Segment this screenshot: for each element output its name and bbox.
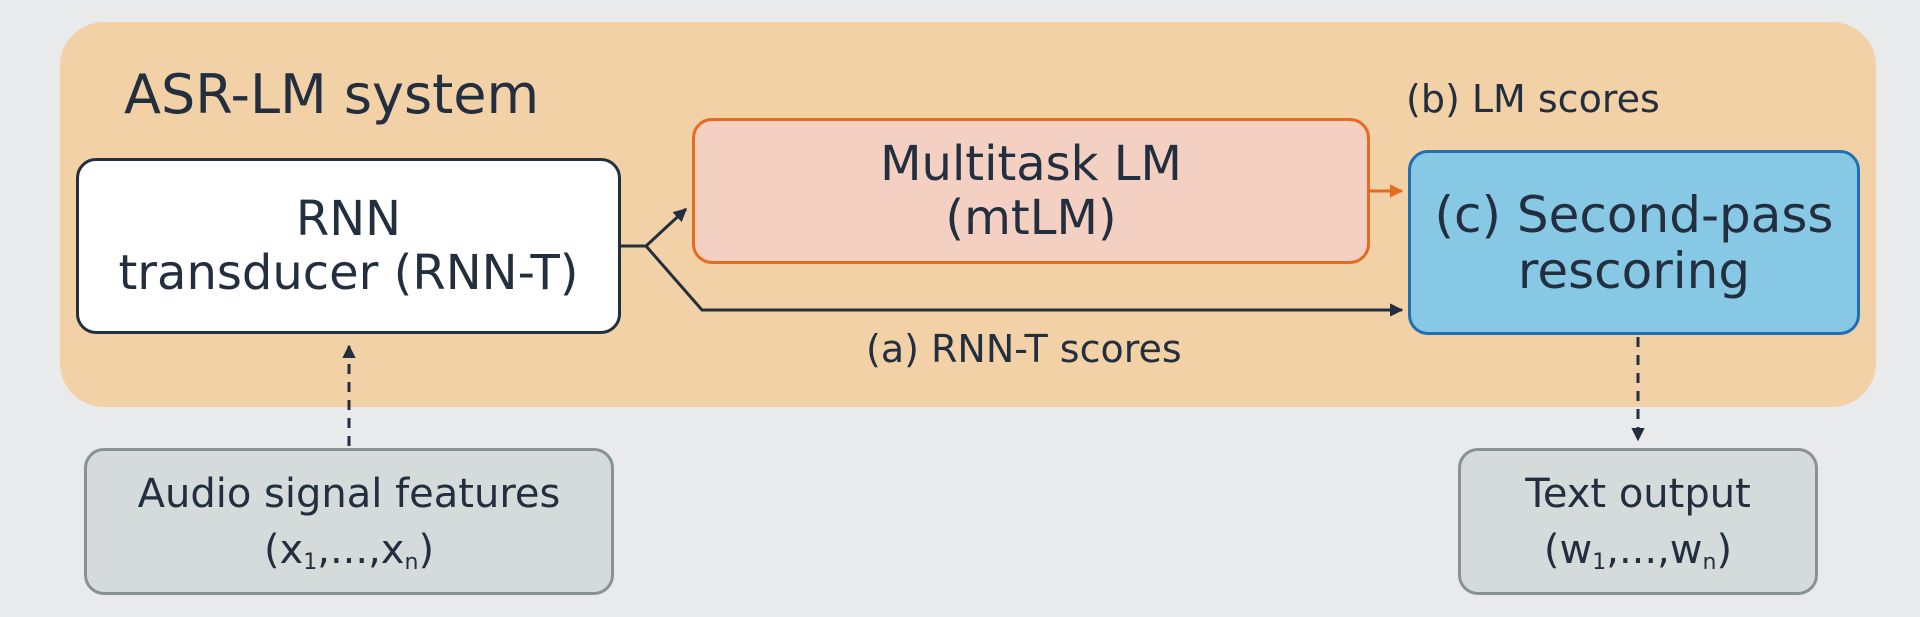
audio-label: Audio signal features xyxy=(137,470,561,517)
rnn-transducer-node: RNN transducer (RNN-T) xyxy=(76,158,621,334)
text-output-label: Text output xyxy=(1525,470,1751,517)
rnnt-label-line2: transducer (RNN-T) xyxy=(118,245,579,301)
system-title: ASR-LM system xyxy=(124,63,540,126)
second-pass-rescoring-node: (c) Second-pass rescoring xyxy=(1408,150,1860,335)
mtlm-label-line2: (mtLM) xyxy=(945,190,1117,246)
audio-signal-features-node: Audio signal features (x1,...,xn) xyxy=(84,448,614,595)
text-output-sequence: (w1,...,wn) xyxy=(1543,526,1733,575)
text-output-node: Text output (w1,...,wn) xyxy=(1458,448,1818,595)
lm-scores-label: (b) LM scores xyxy=(1406,77,1660,121)
mtlm-label-line1: Multitask LM xyxy=(880,136,1182,192)
rnnt-scores-label: (a) RNN-T scores xyxy=(866,327,1182,371)
rnnt-label-line1: RNN xyxy=(295,191,402,247)
rescoring-label-line1: (c) Second-pass xyxy=(1434,185,1834,244)
rescoring-label-line2: rescoring xyxy=(1517,241,1751,300)
multitask-lm-node: Multitask LM (mtLM) xyxy=(692,118,1370,264)
audio-sequence: (x1,...,xn) xyxy=(263,526,435,575)
